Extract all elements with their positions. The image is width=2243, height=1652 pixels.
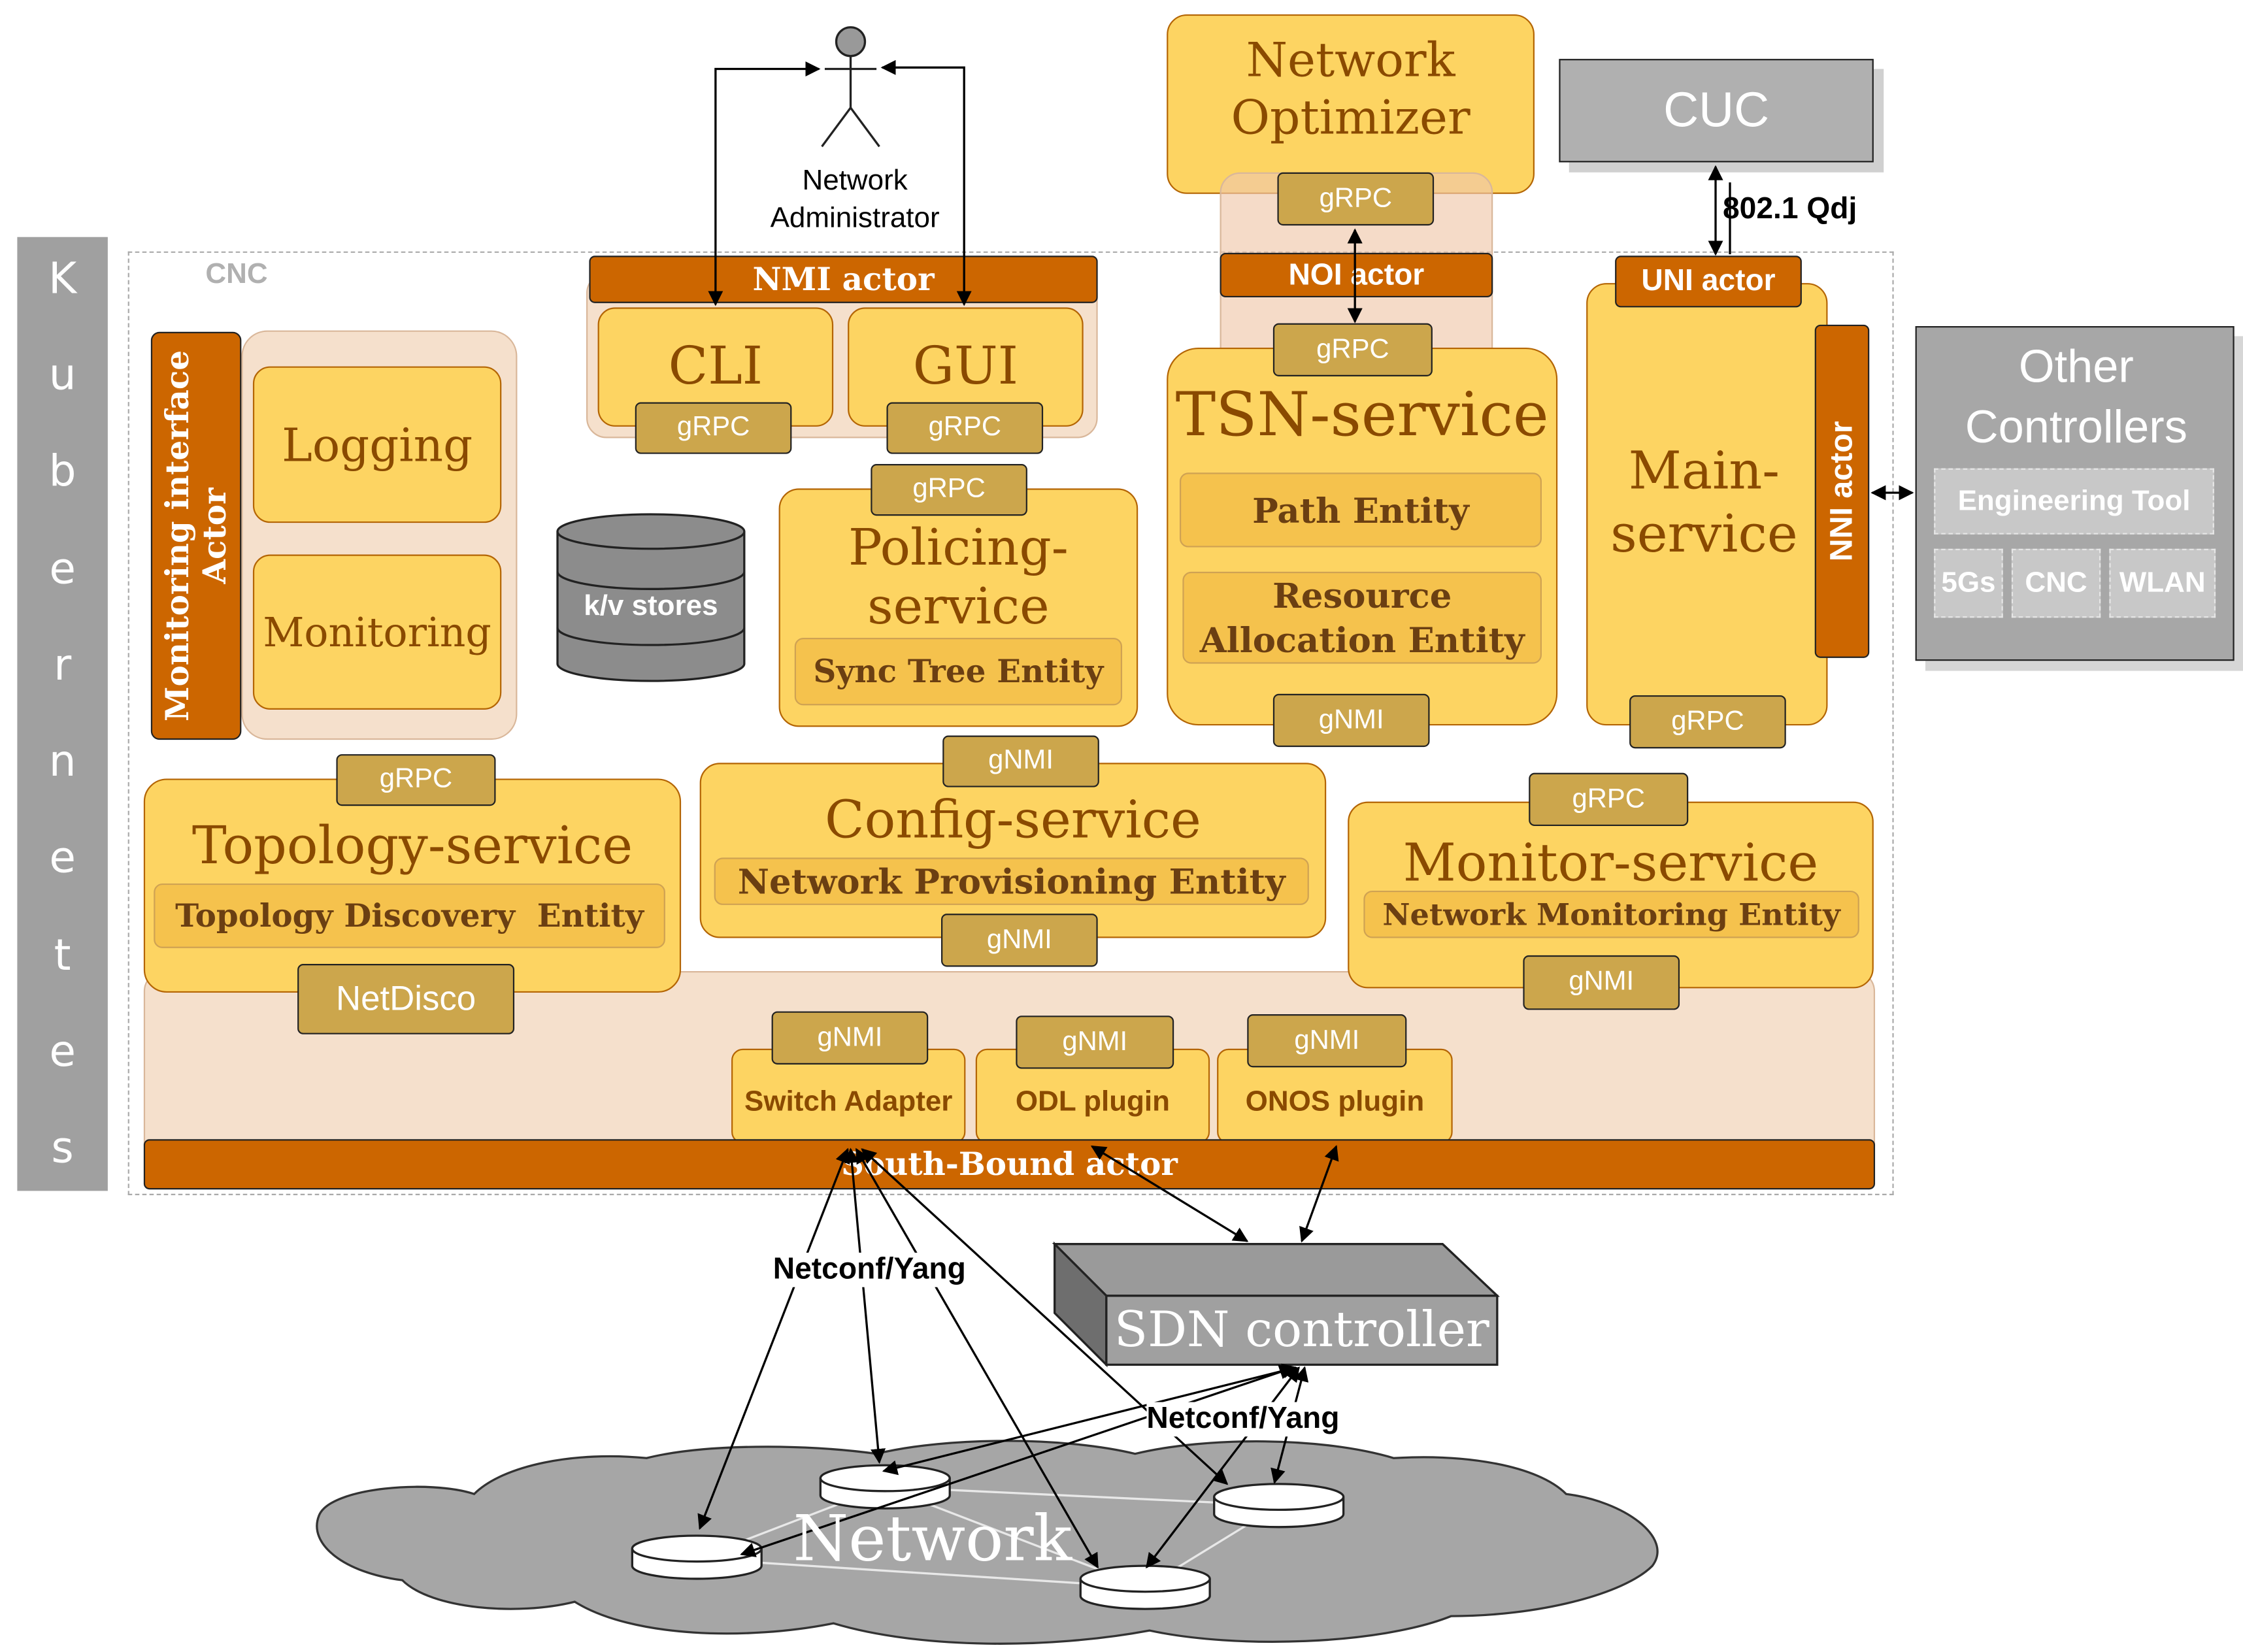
cuc-box[interactable]: CUC [1559, 59, 1874, 163]
kubernetes-letter: b [48, 447, 76, 498]
switch-gnmi: gNMI [771, 1011, 929, 1065]
kubernetes-letter: u [48, 350, 76, 401]
optimizer-grpc: gRPC [1277, 172, 1435, 226]
path-entity: Path Entity [1179, 472, 1542, 548]
kubernetes-letter: n [48, 736, 76, 787]
config-gnmi-top: gNMI [942, 735, 1099, 787]
network-optimizer[interactable]: Network Optimizer [1167, 14, 1535, 194]
nni-actor[interactable]: NNI actor [1814, 324, 1870, 658]
netdisco-box[interactable]: NetDisco [297, 964, 515, 1034]
tsn-gnmi: gNMI [1272, 693, 1430, 748]
other-controllers-line1: Other [2018, 340, 2134, 393]
kubernetes-letter: K [48, 254, 77, 305]
tsn-service-title: TSN-service [1175, 378, 1549, 449]
wlan-box[interactable]: WLAN [2109, 548, 2216, 618]
engineering-tool[interactable]: Engineering Tool [1934, 468, 2214, 535]
kubernetes-letter: r [54, 640, 72, 691]
kv-stores-label: k/v stores [584, 589, 718, 621]
onos-gnmi: gNMI [1247, 1014, 1407, 1068]
monitor-service-title: Monitor-service [1403, 834, 1819, 893]
main-service-line2: service [1610, 505, 1798, 565]
cli-grpc: gRPC [635, 402, 792, 454]
policing-title-line1: Policing- [848, 520, 1069, 578]
cnc-label: CNC [205, 258, 268, 291]
odl-plugin[interactable]: ODL plugin [975, 1048, 1210, 1144]
network-monitoring-entity: Network Monitoring Entity [1363, 890, 1859, 938]
policing-service-title: Policing- service [779, 520, 1138, 638]
network-optimizer-line1: Network [1246, 31, 1455, 87]
kubernetes-letter: s [51, 1123, 74, 1174]
sync-tree-entity: Sync Tree Entity [794, 638, 1123, 706]
policing-grpc: gRPC [871, 464, 1027, 516]
logging-box[interactable]: Logging [252, 366, 502, 523]
qdj-label: 802.1 Qdj [1723, 192, 1857, 226]
monitoring-box[interactable]: Monitoring [252, 554, 502, 710]
tsn-grpc: gRPC [1272, 323, 1433, 376]
netconf-yang-label-2: Netconf/Yang [1146, 1402, 1340, 1437]
other-controllers-line2: Controllers [1965, 401, 2187, 453]
network-optimizer-line2: Optimizer [1231, 88, 1470, 144]
topology-grpc: gRPC [336, 754, 496, 806]
kubernetes-letter: e [49, 833, 76, 884]
odl-gnmi: gNMI [1016, 1016, 1174, 1069]
resource-entity-line2: Allocation Entity [1199, 619, 1525, 661]
resource-allocation-entity: Resource Allocation Entity [1182, 571, 1542, 664]
monitoring-interface-actor[interactable]: Monitoring interface Actor [150, 331, 242, 740]
uni-actor[interactable]: UNI actor [1615, 256, 1802, 308]
kubernetes-letter: e [49, 544, 76, 595]
switch-adapter[interactable]: Switch Adapter [731, 1048, 966, 1144]
gui-grpc: gRPC [886, 402, 1044, 454]
netconf-yang-label-1: Netconf/Yang [773, 1252, 966, 1287]
fivegs-box[interactable]: 5Gs [1934, 548, 2003, 618]
resource-entity-line1: Resource [1272, 574, 1452, 617]
policing-title-line2: service [867, 578, 1050, 636]
monitor-grpc: gRPC [1529, 772, 1689, 827]
cnc-box[interactable]: CNC [2011, 548, 2101, 618]
config-service[interactable] [699, 763, 1327, 938]
other-controllers-title: Other Controllers [1917, 336, 2236, 457]
kubernetes-letter: e [49, 1027, 76, 1078]
topology-service-title: Topology-service [191, 816, 633, 876]
config-gnmi-bottom: gNMI [941, 914, 1098, 967]
topology-discovery-entity: Topology Discovery Entity [154, 883, 665, 948]
config-service-title: Config-service [825, 791, 1201, 850]
main-service-line1: Main- [1628, 442, 1780, 502]
main-grpc: gRPC [1629, 695, 1786, 749]
monitor-gnmi: gNMI [1523, 955, 1680, 1010]
network-provisioning-entity: Network Provisioning Entity [714, 857, 1309, 905]
kubernetes-letter: t [54, 930, 71, 981]
network-cloud-label: Network [793, 1502, 1072, 1576]
